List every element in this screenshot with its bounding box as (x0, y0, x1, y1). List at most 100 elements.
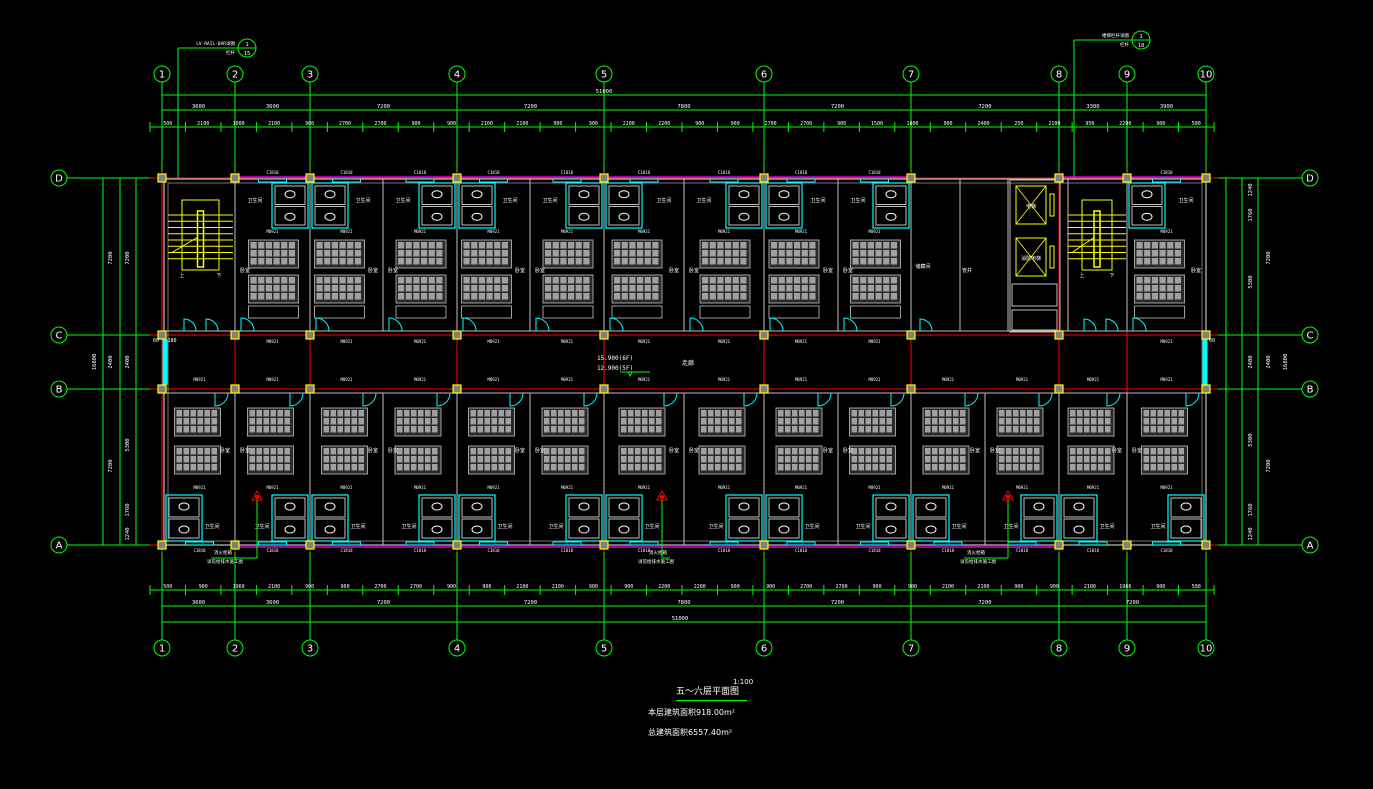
bed-pattern (316, 277, 323, 284)
axis-bubble-bottom-10: 10 (1197, 639, 1215, 657)
bed-pattern (794, 242, 801, 249)
bed-south (618, 407, 666, 437)
bed-south (1141, 445, 1188, 475)
bed-pattern (358, 464, 364, 471)
bed-pattern (1105, 464, 1111, 471)
window-tag: C1818 (795, 548, 808, 553)
structural-column (1122, 540, 1132, 550)
bed-pattern (1164, 448, 1170, 455)
dim-label: 2400 (1248, 355, 1254, 368)
bed-pattern (211, 448, 217, 455)
bed-pattern (875, 250, 882, 257)
toilet-stall (1131, 206, 1163, 226)
bed-pattern (347, 250, 354, 257)
bed-pattern (799, 464, 805, 471)
bed-pattern (421, 285, 428, 292)
bed-pattern (477, 448, 483, 455)
dim-label: 180 (167, 338, 176, 344)
bathroom-wall (458, 494, 496, 542)
bed-pattern (421, 293, 428, 300)
door-tag: M0921 (266, 377, 279, 382)
bed-pattern (197, 426, 203, 433)
bed-pattern (432, 426, 438, 433)
bed-pattern (785, 418, 791, 425)
room-label-bedroom: 卧室 (368, 267, 378, 274)
bathroom-wall (565, 494, 603, 542)
dim-label: 500 (1192, 584, 1201, 590)
bed-pattern (324, 277, 331, 284)
bed-pattern (432, 448, 438, 455)
bed-pattern (701, 456, 707, 463)
dim-label: 7200 (1266, 251, 1272, 264)
axis-bubble-top-8: 8 (1050, 65, 1068, 83)
bed-pattern (558, 464, 564, 471)
bed-pattern (867, 277, 874, 284)
bed-pattern (494, 242, 501, 249)
bed-pattern (786, 293, 793, 300)
bed-pattern (398, 277, 405, 284)
room-label-bathroom: 卫生间 (548, 523, 563, 530)
axis-bubble-circle (50, 326, 68, 344)
bed-pattern (621, 426, 627, 433)
elevator-label: 电梯 (1026, 203, 1036, 210)
bed-pattern (337, 456, 343, 463)
structural-column (906, 384, 916, 394)
elevator-counterweight (1049, 245, 1055, 269)
bed-pattern (1006, 418, 1012, 425)
bed-pattern (1159, 242, 1166, 249)
bed-pattern (736, 426, 742, 433)
bed-pattern (875, 277, 882, 284)
bed-pattern (932, 456, 938, 463)
bed-pattern (732, 277, 739, 284)
detail-ref-sheet: 15 (244, 51, 251, 57)
bed-south (775, 407, 823, 437)
bed-pattern (939, 426, 945, 433)
dim-label: 2400 (125, 355, 131, 368)
bed-pattern (552, 242, 559, 249)
bed-pattern (411, 410, 417, 417)
structural-column (305, 384, 315, 394)
window-tag: C1818 (340, 170, 353, 175)
bed-pattern (860, 285, 867, 292)
structural-column (452, 173, 462, 183)
room-label-bathroom: 卫生间 (656, 197, 671, 204)
door-tag: M0921 (487, 485, 500, 490)
bathroom-north (765, 182, 803, 229)
dim-label: 2700 (375, 121, 387, 127)
bed-pattern (1136, 285, 1143, 292)
door-south (509, 392, 524, 407)
bed-pattern (785, 464, 791, 471)
window-tag: C1818 (638, 548, 651, 553)
toilet-stall (568, 206, 600, 226)
bed-pattern (709, 277, 716, 284)
bed-pattern (552, 258, 559, 265)
bed-pattern (330, 410, 336, 417)
bed-pattern (852, 258, 859, 265)
bed-pattern (265, 258, 272, 265)
bed-pattern (771, 250, 778, 257)
sink-icon (778, 190, 790, 199)
bed-pattern (621, 277, 628, 284)
door-tag: M0921 (718, 339, 731, 344)
bed-pattern (477, 410, 483, 417)
bed-pattern (701, 464, 707, 471)
bed-pattern (1020, 418, 1026, 425)
bed-pattern (421, 258, 428, 265)
room-label-bedroom: 卧室 (1191, 267, 1201, 274)
bed-pattern (740, 258, 747, 265)
bed-pattern (1178, 464, 1184, 471)
room-label-bedroom: 卧室 (970, 447, 980, 454)
room-label-bedroom: 卧室 (843, 447, 853, 454)
structural-column (599, 540, 609, 550)
axis-bubble-circle (1050, 639, 1068, 657)
bed-pattern (729, 456, 735, 463)
room-label-bedroom: 卧室 (823, 267, 833, 274)
dim-label: 500 (163, 121, 172, 127)
bed-pattern (347, 258, 354, 265)
sink-icon (1073, 502, 1085, 511)
bed-pattern (288, 285, 295, 292)
window-south (786, 541, 816, 546)
bed-pattern (813, 456, 819, 463)
bed-pattern (867, 250, 874, 257)
